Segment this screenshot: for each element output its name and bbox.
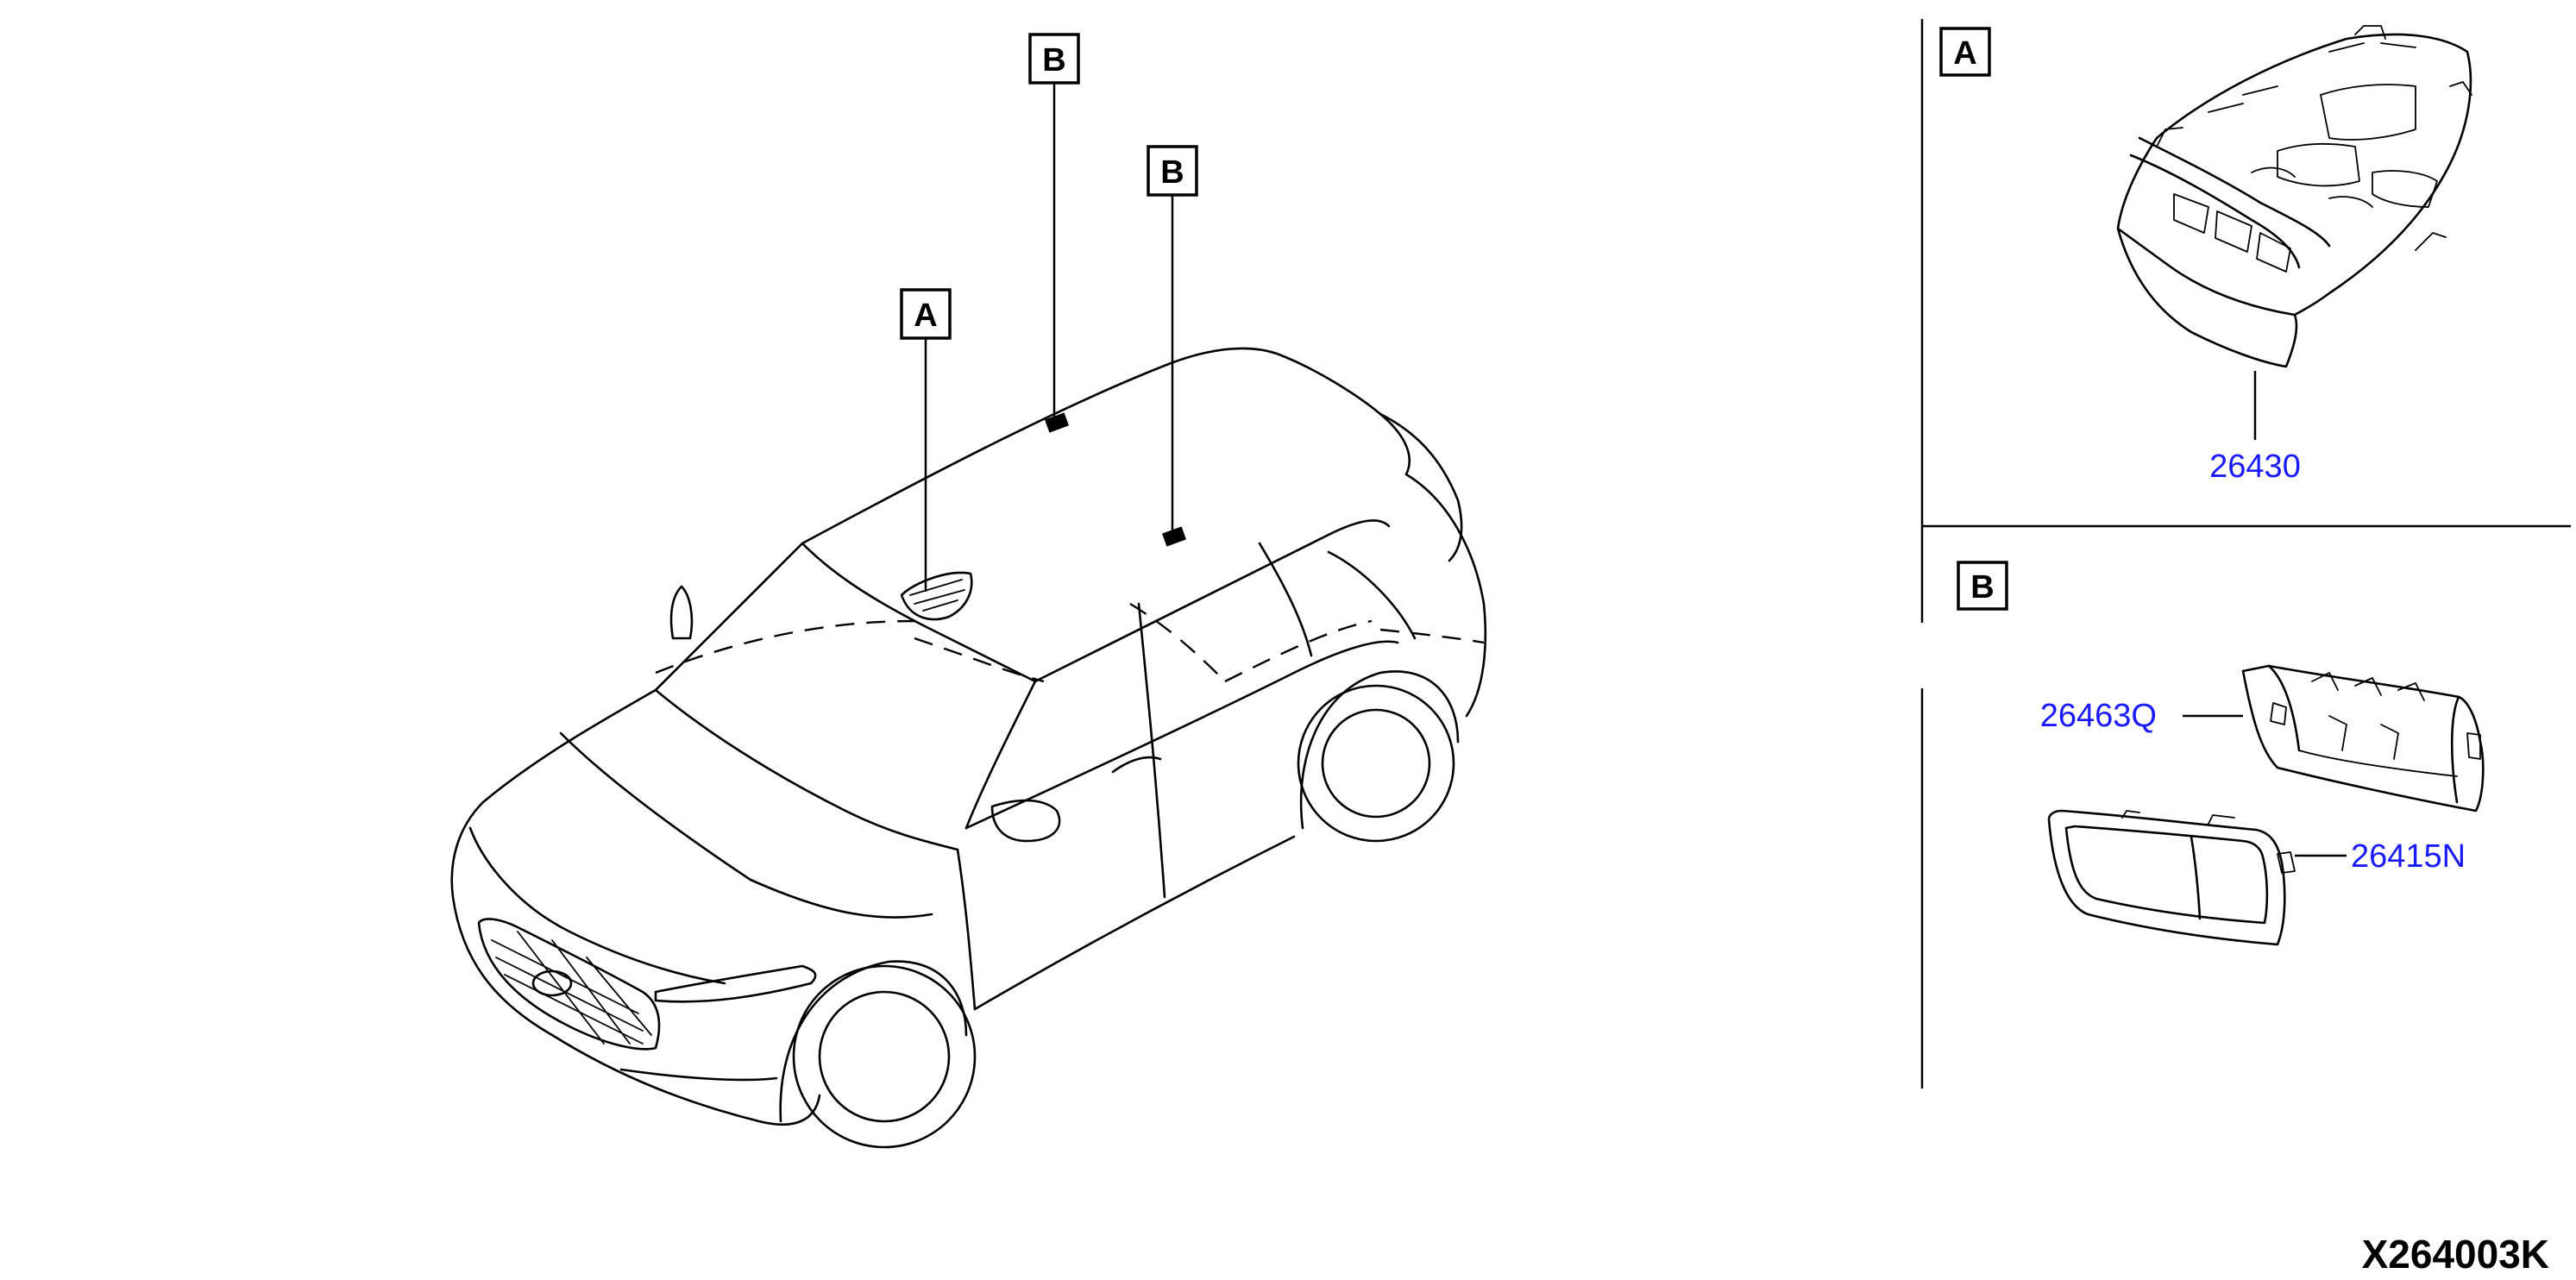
panel-a-label: A: [1953, 35, 1976, 72]
detail-panels: [1920, 19, 2571, 1089]
callout-b-left-label: B: [1042, 42, 1065, 78]
diagram-code: X264003K: [2362, 1232, 2549, 1277]
map-lamp-assembly-icon: [2116, 25, 2472, 368]
part-number-26430: 26430: [2209, 449, 2301, 485]
callout-a-car-label: A: [914, 298, 937, 334]
rear-lamp-left-icon: [1044, 412, 1070, 433]
part-number-26415n: 26415N: [2351, 838, 2466, 875]
vehicle-illustration: [450, 347, 1487, 1149]
callout-b-right-label: B: [1160, 154, 1184, 191]
panel-b: B 26463Q 26415N: [1957, 561, 2485, 946]
panel-b-label: B: [1970, 569, 1994, 605]
panel-a: A 26430: [1939, 25, 2472, 485]
roof-map-lamp-icon: [900, 571, 973, 621]
lamp-lens-icon: [2047, 809, 2296, 946]
callout-b-car-right: B: [1147, 145, 1198, 531]
callout-a-car: A: [900, 288, 952, 592]
lamp-housing-icon: [2241, 664, 2485, 813]
part-number-26463q: 26463Q: [2040, 698, 2157, 734]
callout-b-car-left: B: [1028, 33, 1080, 419]
rear-lamp-right-icon: [1161, 526, 1187, 547]
